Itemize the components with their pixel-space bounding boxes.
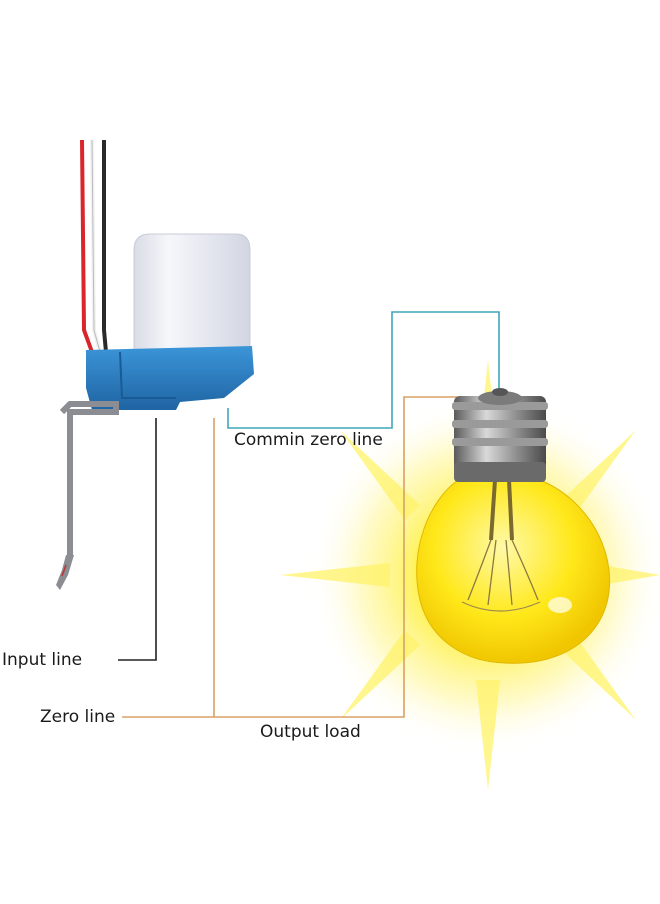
common-zero-wire [227,311,500,429]
photocell-sensor [56,233,254,590]
output-wire [214,396,460,718]
wires [118,311,500,718]
common-zero-line-label: Commin zero line [234,430,383,450]
zero-wire [122,418,215,718]
light-bulb [416,388,611,664]
output-load-label: Output load [260,722,361,742]
input-wire [118,418,157,661]
zero-line-label: Zero line [40,707,116,727]
input-line-label: Input line [2,650,83,670]
sensor-leads [80,139,108,353]
